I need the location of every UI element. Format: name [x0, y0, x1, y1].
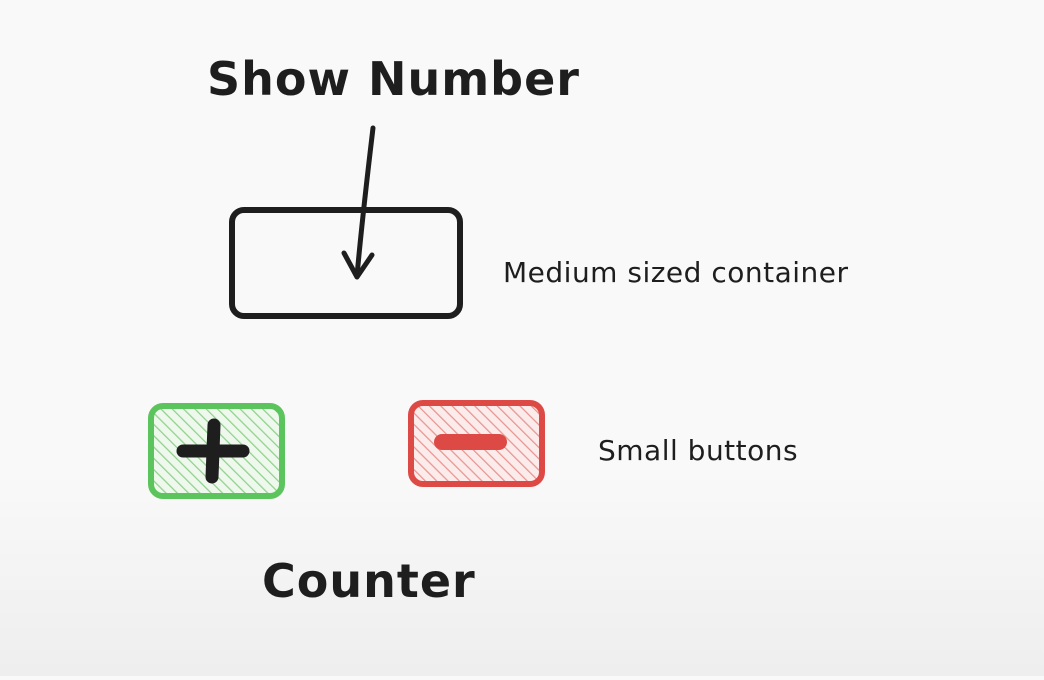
container-note: Medium sized container: [503, 256, 849, 289]
minus-button[interactable]: [408, 400, 545, 487]
diagram-caption: Counter: [262, 554, 476, 608]
buttons-note: Small buttons: [598, 434, 799, 467]
diagram-title: Show Number: [207, 52, 580, 106]
number-display-container: [229, 207, 463, 319]
arrow: [341, 125, 376, 280]
plus-button[interactable]: [148, 403, 285, 499]
plus-icon: [176, 418, 250, 484]
